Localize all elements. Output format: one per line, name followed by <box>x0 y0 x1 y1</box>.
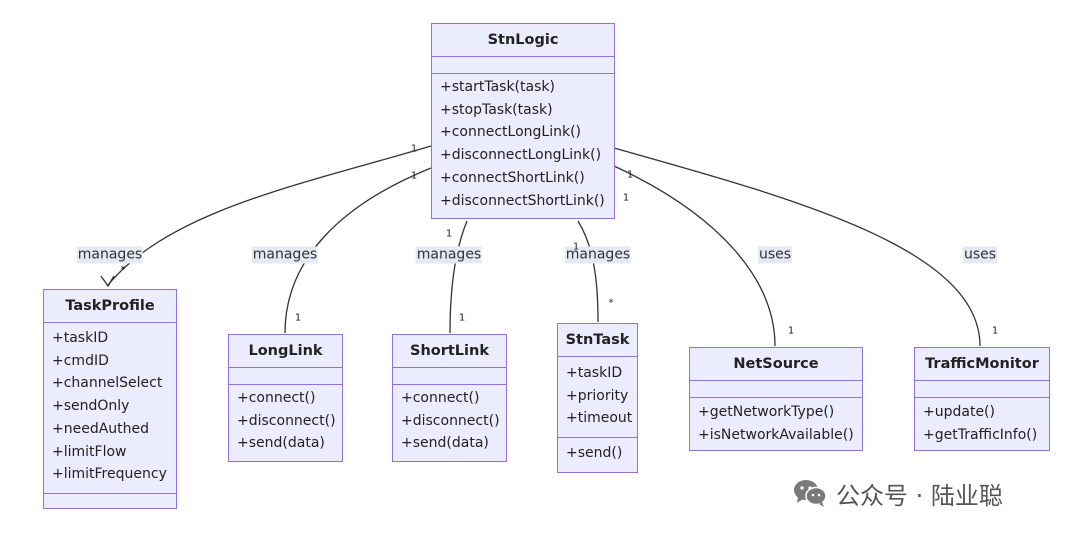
class-attributes-shortlink <box>393 368 506 385</box>
class-name-taskprofile: TaskProfile <box>44 290 176 323</box>
relation-line-shortlink <box>449 220 468 334</box>
class-name-stntask: StnTask <box>558 324 637 357</box>
relation-line-longlink <box>284 167 432 334</box>
method-item: +getNetworkType() <box>698 404 835 420</box>
method-item: +disconnect() <box>401 412 500 429</box>
method-item: +connectLongLink() <box>440 124 582 141</box>
method-item: +send(data) <box>237 435 325 452</box>
relation-line-netsource <box>613 165 776 347</box>
relation-label-longlink: manages <box>251 246 319 264</box>
method-item: +stopTask(task) <box>440 101 553 118</box>
relation-line-stntask <box>577 220 599 323</box>
attribute-item: +cmdID <box>52 352 109 369</box>
method-item: +connectShortLink() <box>440 169 585 186</box>
class-trafficmonitor: TrafficMonitor +update() +getTrafficInfo… <box>914 347 1050 451</box>
attribute-item: +limitFrequency <box>52 466 167 483</box>
class-taskprofile: TaskProfile +taskID +cmdID +channelSelec… <box>43 289 177 509</box>
attribute-item: +channelSelect <box>52 375 163 392</box>
method-item: +update() <box>923 404 995 420</box>
relation-label-netsource: uses <box>757 246 793 264</box>
mult-from-taskprofile: 1 <box>410 143 418 155</box>
method-item: +connect() <box>237 390 316 406</box>
class-methods-stnlogic: +startTask(task) +stopTask(task) +connec… <box>432 74 614 212</box>
relation-label-shortlink: manages <box>415 246 483 264</box>
class-name-trafficmonitor: TrafficMonitor <box>915 348 1049 381</box>
method-item: +send(data) <box>401 435 489 452</box>
method-item: +isNetworkAvailable() <box>698 426 854 443</box>
attribute-item: +timeout <box>566 410 633 427</box>
method-item: +disconnectShortLink() <box>440 192 605 209</box>
class-attributes-netsource <box>690 381 862 398</box>
class-stnlogic: StnLogic +startTask(task) +stopTask(task… <box>431 23 615 219</box>
watermark-text: 公众号 · 陆业聪 <box>836 481 1003 510</box>
relation-label-stntask: manages <box>564 246 632 264</box>
class-methods-trafficmonitor: +update() +getTrafficInfo() <box>915 398 1049 446</box>
mult-to-shortlink: 1 <box>458 312 466 324</box>
attribute-item: +priority <box>566 387 629 404</box>
class-netsource: NetSource +getNetworkType() +isNetworkAv… <box>689 347 863 451</box>
attribute-item: +limitFlow <box>52 443 127 460</box>
class-name-netsource: NetSource <box>690 348 862 381</box>
mult-from-stntask: 1 <box>572 241 580 253</box>
relation-line-trafficmonitor <box>613 147 981 347</box>
mult-from-longlink: 1 <box>410 170 418 182</box>
class-shortlink: ShortLink +connect() +disconnect() +send… <box>392 334 507 462</box>
wechat-icon <box>794 480 827 507</box>
class-methods-stntask: +send() <box>558 438 637 465</box>
method-item: +startTask(task) <box>440 79 555 95</box>
class-attributes-trafficmonitor <box>915 381 1049 398</box>
attribute-item: +sendOnly <box>52 398 130 415</box>
method-item: +disconnectLongLink() <box>440 147 602 164</box>
class-attributes-longlink <box>229 368 342 385</box>
class-methods-longlink: +connect() +disconnect() +send(data) <box>229 385 342 455</box>
mult-to-longlink: 1 <box>294 312 302 324</box>
mult-to-taskprofile: * <box>120 264 126 276</box>
attribute-item: +taskID <box>566 365 623 381</box>
mult-to-trafficmonitor: 1 <box>991 325 999 337</box>
class-name-longlink: LongLink <box>229 335 342 368</box>
class-stntask: StnTask +taskID +priority +timeout +send… <box>557 323 638 473</box>
method-item: +send() <box>566 445 623 461</box>
class-attributes-taskprofile: +taskID +cmdID +channelSelect +sendOnly … <box>44 323 176 494</box>
class-methods-netsource: +getNetworkType() +isNetworkAvailable() <box>690 398 862 446</box>
method-item: +getTrafficInfo() <box>923 426 1038 443</box>
class-name-stnlogic: StnLogic <box>432 24 614 57</box>
class-attributes-stnlogic <box>432 57 614 74</box>
class-longlink: LongLink +connect() +disconnect() +send(… <box>228 334 343 462</box>
relation-line-taskprofile <box>107 145 432 286</box>
watermark: 公众号 · 陆业聪 <box>792 478 1003 510</box>
class-name-shortlink: ShortLink <box>393 335 506 368</box>
mult-to-stntask: * <box>608 297 614 309</box>
arrowhead-taskprofile <box>100 275 115 288</box>
mult-to-netsource: 1 <box>787 325 795 337</box>
method-item: +disconnect() <box>237 412 336 429</box>
attribute-item: +needAuthed <box>52 420 150 437</box>
mult-from-netsource: 1 <box>626 169 634 181</box>
class-methods-shortlink: +connect() +disconnect() +send(data) <box>393 385 506 455</box>
method-item: +connect() <box>401 390 480 406</box>
relation-label-trafficmonitor: uses <box>962 246 998 264</box>
relation-label-taskprofile: manages <box>76 246 144 264</box>
mult-from-trafficmonitor: 1 <box>622 192 630 204</box>
attribute-item: +taskID <box>52 330 109 346</box>
class-attributes-stntask: +taskID +priority +timeout <box>558 357 637 438</box>
mult-from-shortlink: 1 <box>445 228 453 240</box>
